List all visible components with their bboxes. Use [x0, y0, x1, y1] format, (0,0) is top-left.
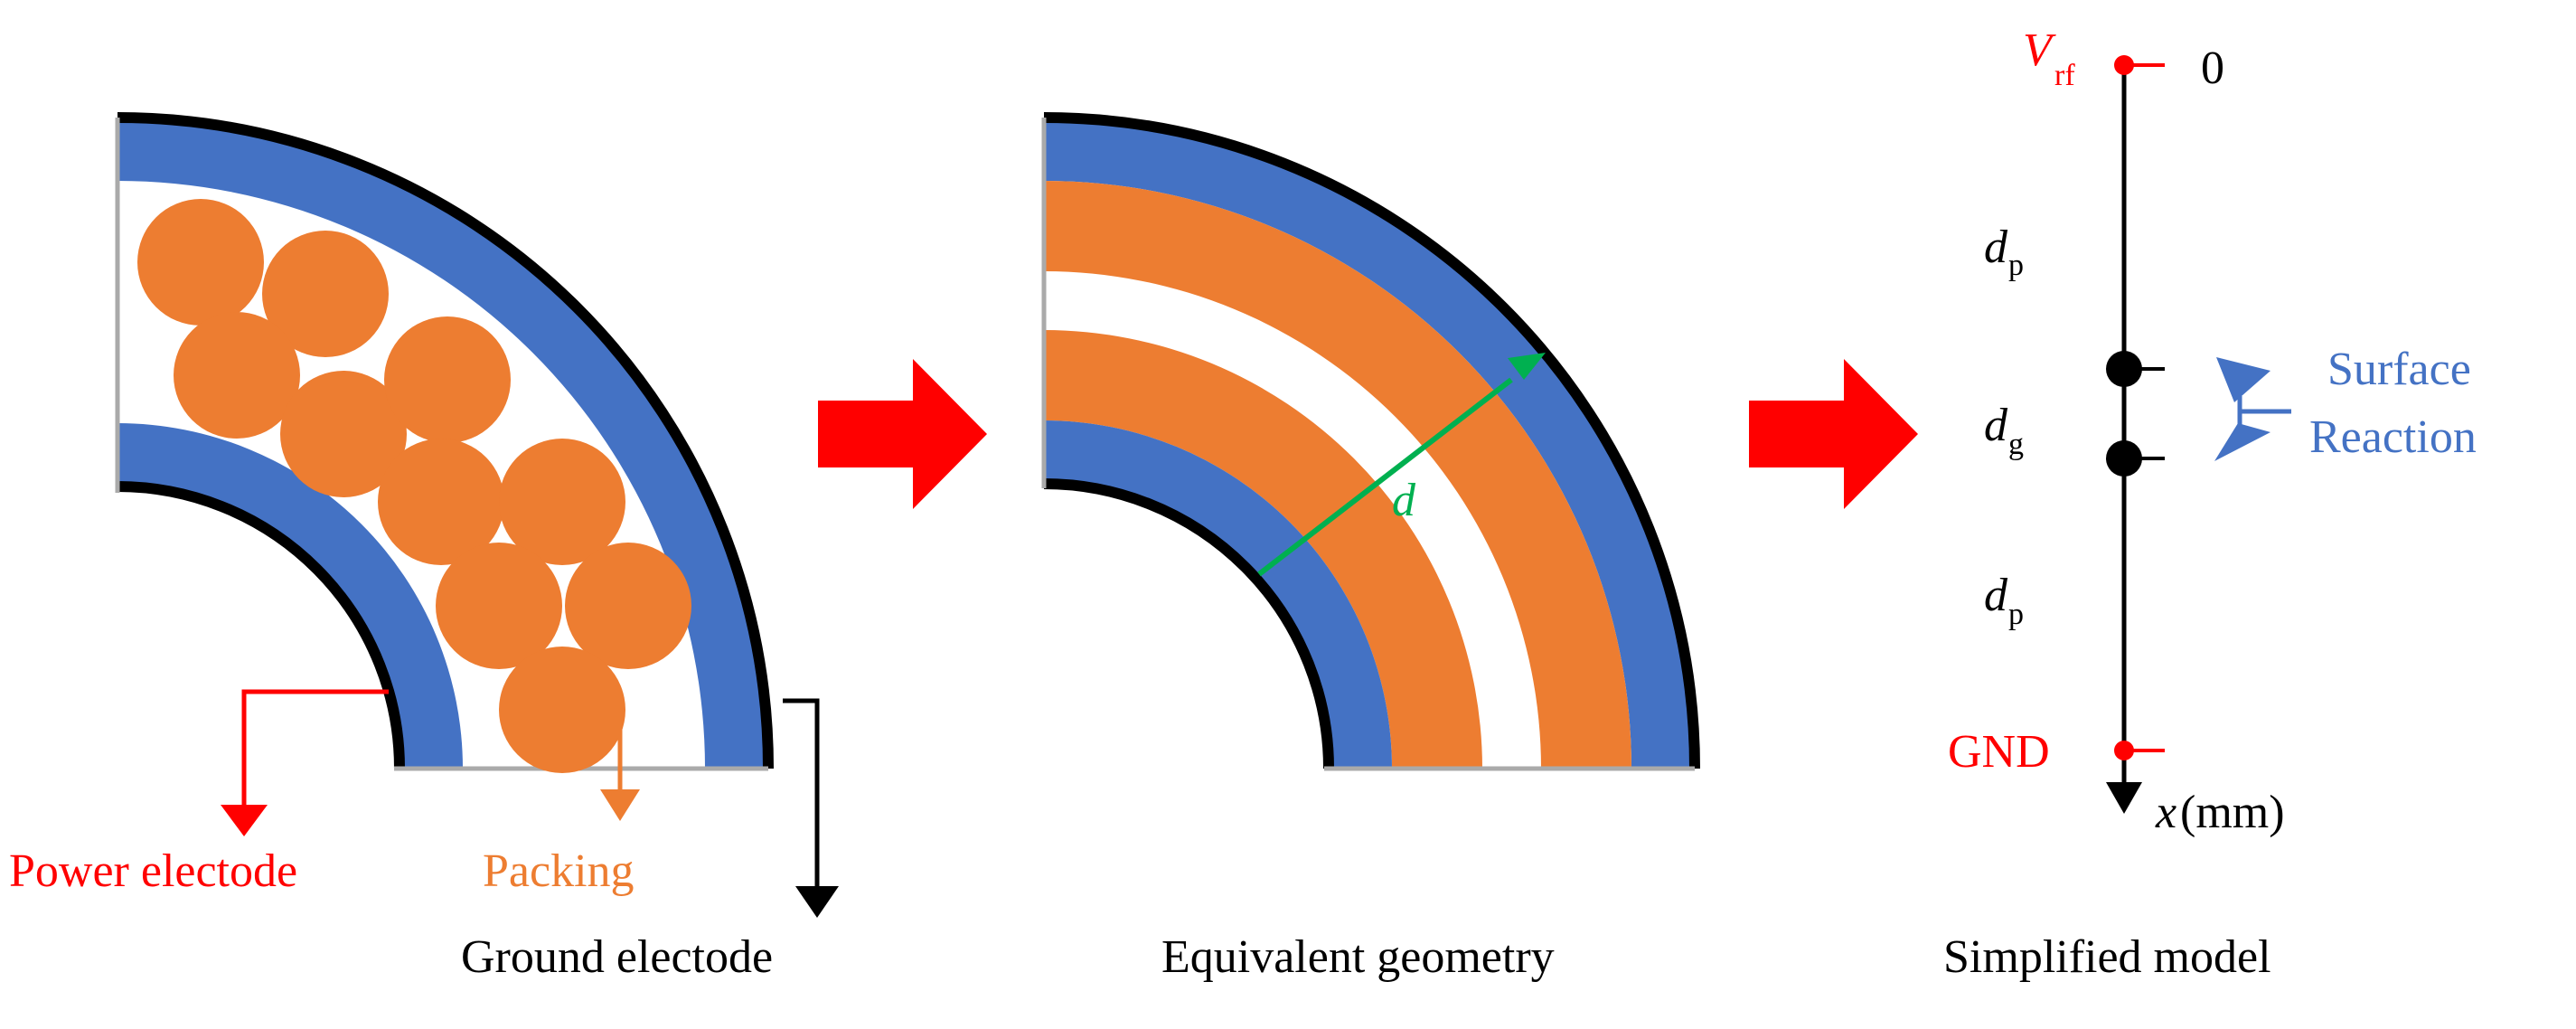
panel-middle-caption: Equivalent geometry: [1161, 931, 1555, 983]
rf-label: V: [2023, 24, 2056, 76]
dp-upper-sub: p: [2008, 249, 2024, 282]
gap-arrow-icon: [1508, 353, 1546, 380]
power-electrode-label: Power electode: [9, 845, 297, 897]
flow-arrow-icon: [818, 359, 987, 509]
axis-unit-label: (mm): [2180, 787, 2285, 838]
ground-outline: [1043, 112, 1700, 769]
flow-arrow-icon: [1749, 359, 1918, 509]
power-outline: [117, 481, 405, 769]
dp-upper-label: d: [1984, 222, 2008, 273]
surface-reaction-icon: [2214, 357, 2291, 461]
down-arrow-icon: [795, 886, 839, 918]
packing-sphere: [565, 543, 691, 669]
power-electrode-band: [118, 423, 463, 769]
packing-sphere: [262, 231, 389, 357]
packing-sphere: [499, 647, 625, 773]
ground-leader-line: [783, 698, 820, 891]
gap-dimension-line: [1257, 377, 1513, 577]
panel-left-caption: Ground electode: [461, 931, 773, 983]
ground-electrode-band: [1044, 118, 1695, 769]
panel-equivalent-geometry: d Equivalent geometry: [1041, 112, 1700, 983]
dg-label: d: [1984, 400, 2008, 451]
surface-reaction-line2: Reaction: [2309, 411, 2477, 463]
down-arrow-icon: [600, 789, 640, 821]
gap-label: d: [1392, 475, 1416, 526]
packing-sphere: [174, 312, 300, 439]
dp-lower-sub: p: [2008, 598, 2024, 631]
dg-sub: g: [2008, 428, 2024, 461]
packing-sphere: [436, 543, 562, 669]
packing-sphere: [499, 439, 625, 565]
gnd-label: GND: [1948, 726, 2050, 778]
power-leader-line: [241, 689, 389, 809]
packing-label: Packing: [483, 845, 635, 897]
panel-simplified-model: V rf 0 GND d p d g d p x (mm) Surface Re…: [1943, 24, 2477, 983]
panel-right-caption: Simplified model: [1943, 931, 2271, 983]
packing-sphere: [384, 316, 511, 443]
down-arrow-icon: [221, 805, 268, 836]
dp-lower-label: d: [1984, 570, 2008, 621]
ground-electrode-band: [118, 118, 768, 769]
packing-layer-outer: [1044, 181, 1631, 769]
packing-sphere: [280, 371, 407, 497]
packing-spheres: [137, 199, 691, 773]
power-electrode-band: [1044, 420, 1392, 769]
panel-packed-geometry: Power electode Packing Ground electode: [9, 112, 839, 983]
axis-zero-label: 0: [2201, 42, 2224, 94]
rf-label-sub: rf: [2054, 59, 2075, 92]
packing-sphere: [137, 199, 264, 326]
down-arrow-icon: [2106, 782, 2142, 814]
ground-outline: [117, 112, 774, 769]
surface-reaction-line1: Surface: [2327, 344, 2471, 395]
packing-layer-inner: [1044, 330, 1482, 769]
axis-var-label: x: [2155, 787, 2176, 838]
power-outline: [1043, 478, 1334, 769]
packing-sphere: [378, 439, 504, 565]
